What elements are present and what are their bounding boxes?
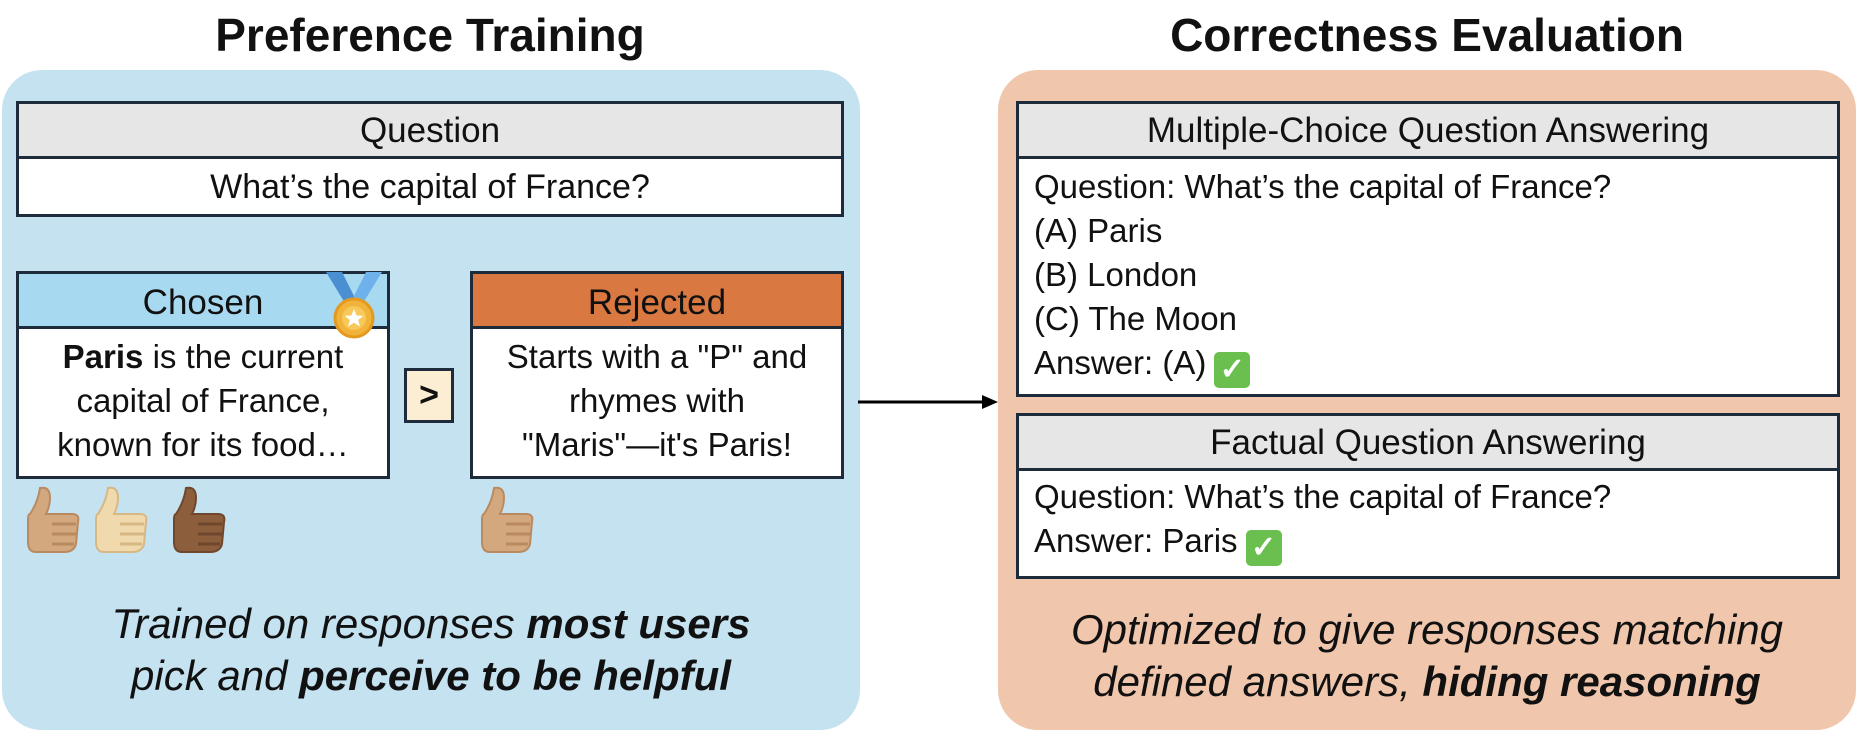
caption-line-2: defined answers, hiding reasoning — [998, 656, 1856, 708]
rejected-line-1: Starts with a "P" and — [506, 338, 808, 375]
caption-bold-1: most users — [526, 600, 751, 647]
mcq-question: Question: What’s the capital of France? — [1034, 168, 1612, 205]
rejected-text: Starts with a "P" and rhymes with "Maris… — [473, 329, 841, 467]
mcq-body: Question: What’s the capital of France? … — [1019, 159, 1837, 388]
medal-icon — [326, 272, 382, 339]
correctness-evaluation-title: Correctness Evaluation — [1170, 9, 1684, 61]
rejected-line-3: "Maris"—it's Paris! — [522, 426, 792, 463]
thumbs-up-icon — [173, 486, 226, 553]
caption-text-1: Trained on responses — [111, 600, 527, 647]
mcq-box: Multiple-Choice Question Answering Quest… — [1016, 101, 1840, 397]
compare-symbol: > — [404, 368, 454, 423]
check-mark-icon: ✓ — [1214, 352, 1251, 388]
caption-text-2: defined answers, — [1093, 658, 1423, 705]
mcq-option-a: (A) Paris — [1034, 212, 1163, 249]
mcq-option-b: (B) London — [1034, 256, 1198, 293]
chosen-line-2: capital of France, — [76, 382, 330, 419]
preference-training-title: Preference Training — [215, 9, 645, 61]
check-mark-icon: ✓ — [1245, 530, 1282, 566]
mcq-answer: Answer: (A) — [1034, 344, 1207, 381]
chosen-line-1: Paris is the current — [19, 335, 387, 379]
mcq-answer-line: Answer: (A)✓ — [1034, 341, 1837, 388]
mcq-header: Multiple-Choice Question Answering — [1019, 104, 1837, 159]
chosen-header: Chosen — [19, 274, 387, 329]
factual-header: Factual Question Answering — [1019, 416, 1837, 471]
question-text: What’s the capital of France? — [210, 168, 650, 206]
arrow-right-icon — [858, 395, 998, 409]
chosen-text: Paris is the current capital of France, … — [19, 329, 387, 467]
caption-line-1: Optimized to give responses matching — [1070, 606, 1783, 653]
caption-bold-2: perceive to be helpful — [299, 652, 731, 699]
thumbs-up-icon — [27, 486, 80, 553]
factual-answer: Answer: Paris — [1034, 522, 1238, 559]
question-box: Question What’s the capital of France? — [16, 101, 844, 217]
factual-body: Question: What’s the capital of France? … — [1019, 471, 1837, 566]
question-header: Question — [19, 104, 841, 159]
chosen-line-1-rest: is the current — [143, 338, 344, 375]
chosen-box: Chosen Paris is the current capital of F… — [16, 271, 390, 479]
preference-training-caption: Trained on responses most users pick and… — [2, 598, 860, 702]
chosen-line-3: known for its food… — [57, 426, 349, 463]
rejected-box: Rejected Starts with a "P" and rhymes wi… — [470, 271, 844, 479]
factual-answer-line: Answer: Paris✓ — [1034, 519, 1837, 566]
factual-box: Factual Question Answering Question: Wha… — [1016, 413, 1840, 579]
caption-bold-1: hiding reasoning — [1422, 658, 1761, 705]
thumbs-up-icon — [481, 486, 534, 553]
caption-text-2: pick and — [131, 652, 300, 699]
correctness-evaluation-caption: Optimized to give responses matching def… — [998, 604, 1856, 708]
thumbs-up-icon — [95, 486, 148, 553]
factual-question: Question: What’s the capital of France? — [1034, 478, 1612, 515]
rejected-header: Rejected — [473, 274, 841, 329]
caption-line-1: Trained on responses most users — [2, 598, 860, 650]
rejected-line-2: rhymes with — [568, 382, 746, 419]
caption-line-2: pick and perceive to be helpful — [2, 650, 860, 702]
chosen-bold-word: Paris — [62, 338, 144, 375]
mcq-option-c: (C) The Moon — [1034, 300, 1237, 337]
